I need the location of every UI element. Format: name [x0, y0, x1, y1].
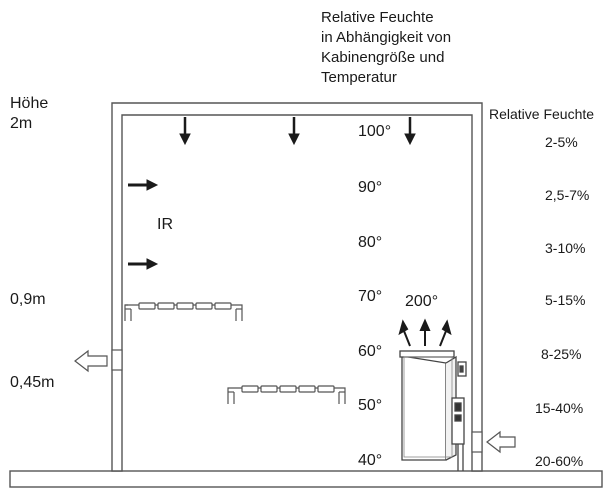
- humidity-15-40: 15-40%: [535, 400, 584, 416]
- left-vent: [74, 349, 123, 373]
- temp-50: 50°: [358, 397, 383, 414]
- humidity-2-5-7: 2,5-7%: [545, 187, 590, 203]
- humidity-5-15: 5-15%: [545, 292, 586, 308]
- floor-slab: [9, 470, 603, 488]
- humidity-header: Relative Feuchte: [489, 106, 595, 122]
- humidity-20-60: 20-60%: [535, 453, 584, 469]
- heater: [399, 350, 467, 471]
- upper-bench: [124, 302, 243, 321]
- height-label: Höhe: [10, 95, 49, 112]
- diagram-title: Relative Feuchte in Abhängigkeit von Kab…: [321, 8, 521, 88]
- height-value: 2m: [10, 115, 33, 132]
- temp-40: 40°: [358, 452, 383, 469]
- title-line-4: Temperatur: [321, 69, 397, 86]
- title-line-1: Relative Feuchte: [321, 9, 434, 26]
- humidity-3-10: 3-10%: [545, 240, 586, 256]
- level-label-0-45m: 0,45m: [10, 374, 55, 391]
- temp-70: 70°: [358, 288, 383, 305]
- level-label-0-9m: 0,9m: [10, 291, 46, 308]
- temp-60: 60°: [358, 343, 383, 360]
- heat-arrows: [398, 318, 452, 347]
- temp-80: 80°: [358, 234, 383, 251]
- ceiling-arrows: [179, 117, 416, 146]
- lower-bench: [227, 385, 346, 404]
- humidity-2-5: 2-5%: [545, 134, 578, 150]
- title-line-2: in Abhängigkeit von: [321, 29, 452, 46]
- heater-temp-label: 200°: [405, 293, 439, 310]
- temp-100: 100°: [358, 123, 392, 140]
- right-vent: [471, 430, 516, 454]
- temp-90: 90°: [358, 179, 383, 196]
- title-line-3: Kabinengröße und: [321, 49, 445, 66]
- ir-arrows: [128, 179, 159, 270]
- ir-label: IR: [157, 216, 173, 233]
- humidity-8-25: 8-25%: [541, 346, 582, 362]
